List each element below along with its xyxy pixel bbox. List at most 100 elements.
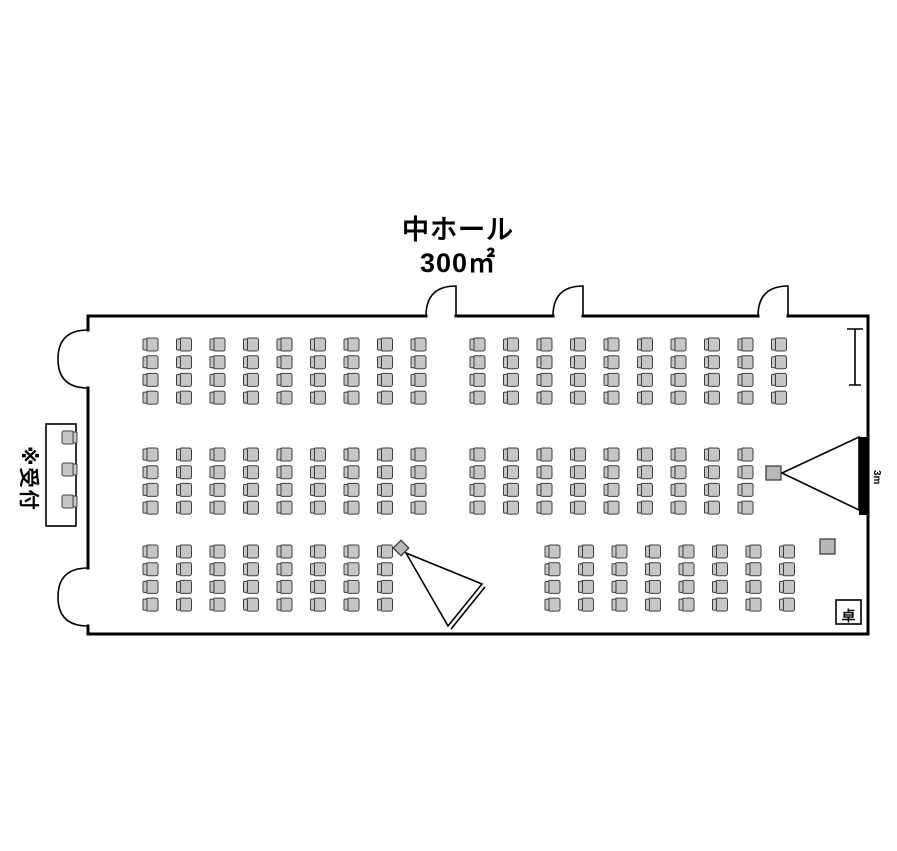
chair [737, 390, 754, 405]
chair [377, 465, 393, 480]
chair [704, 355, 720, 370]
chair [243, 544, 259, 559]
projection-beam [404, 551, 484, 628]
chair [603, 390, 620, 405]
chair [377, 482, 393, 497]
chair [737, 465, 754, 480]
chair [637, 372, 653, 387]
chair [276, 447, 293, 462]
chair [142, 337, 159, 352]
chair [469, 355, 486, 370]
chair [570, 482, 586, 497]
chair [544, 544, 561, 559]
projector-right [765, 435, 860, 512]
chair [637, 500, 653, 515]
chair [503, 447, 519, 462]
chair [771, 337, 787, 352]
screen-stand [847, 328, 863, 386]
chair [503, 482, 519, 497]
chair [243, 562, 259, 577]
chair [503, 465, 519, 480]
chair [544, 562, 561, 577]
chair [578, 562, 594, 577]
chair [243, 390, 259, 405]
chair [176, 544, 192, 559]
chair [276, 390, 293, 405]
chair [670, 372, 687, 387]
chair [570, 447, 586, 462]
chair [637, 447, 653, 462]
chair [779, 562, 795, 577]
chair [637, 465, 653, 480]
chair [570, 372, 586, 387]
chair [737, 482, 754, 497]
equipment-box [819, 538, 836, 555]
chair [276, 500, 293, 515]
chair [745, 544, 762, 559]
chair [377, 597, 393, 612]
chair [536, 500, 553, 515]
chair [536, 390, 553, 405]
chair [410, 372, 427, 387]
chair [377, 390, 393, 405]
chair [603, 447, 620, 462]
chair [310, 337, 326, 352]
chair [310, 355, 326, 370]
top-doors [425, 285, 789, 317]
chair [310, 544, 326, 559]
chair [176, 390, 192, 405]
door-arc [425, 285, 457, 317]
hall-area: 300㎡ [419, 247, 497, 278]
left-double-doors [57, 329, 89, 627]
chair [670, 500, 687, 515]
chair [678, 544, 695, 559]
chair [536, 482, 553, 497]
double-door-arc [57, 329, 89, 360]
chair [310, 562, 326, 577]
double-door-arc [57, 358, 89, 389]
chair [243, 465, 259, 480]
chair [209, 500, 226, 515]
chair [243, 447, 259, 462]
chair [611, 597, 628, 612]
chair [670, 465, 687, 480]
chair [678, 562, 695, 577]
chair [209, 337, 226, 352]
chair [243, 355, 259, 370]
chair [176, 482, 192, 497]
portable-screen [450, 586, 486, 630]
chair [276, 372, 293, 387]
chair [611, 544, 628, 559]
chair [536, 355, 553, 370]
chair [209, 597, 226, 612]
chair [603, 465, 620, 480]
chair [243, 500, 259, 515]
chair [61, 494, 78, 509]
chair [645, 597, 661, 612]
chair [310, 579, 326, 594]
chair [570, 390, 586, 405]
chair [377, 500, 393, 515]
chair [209, 390, 226, 405]
chair [176, 355, 192, 370]
chair [544, 579, 561, 594]
chair [637, 355, 653, 370]
chair [503, 372, 519, 387]
chair [343, 597, 360, 612]
chair [745, 579, 762, 594]
chair [343, 579, 360, 594]
chair [544, 597, 561, 612]
chair [176, 337, 192, 352]
chair [276, 579, 293, 594]
chair [377, 372, 393, 387]
reception-label: ※受付 [17, 446, 41, 511]
chair [737, 355, 754, 370]
chair [343, 465, 360, 480]
chair [243, 372, 259, 387]
chair [670, 337, 687, 352]
chair [176, 500, 192, 515]
chair [176, 447, 192, 462]
chair [410, 482, 427, 497]
chair [645, 544, 661, 559]
